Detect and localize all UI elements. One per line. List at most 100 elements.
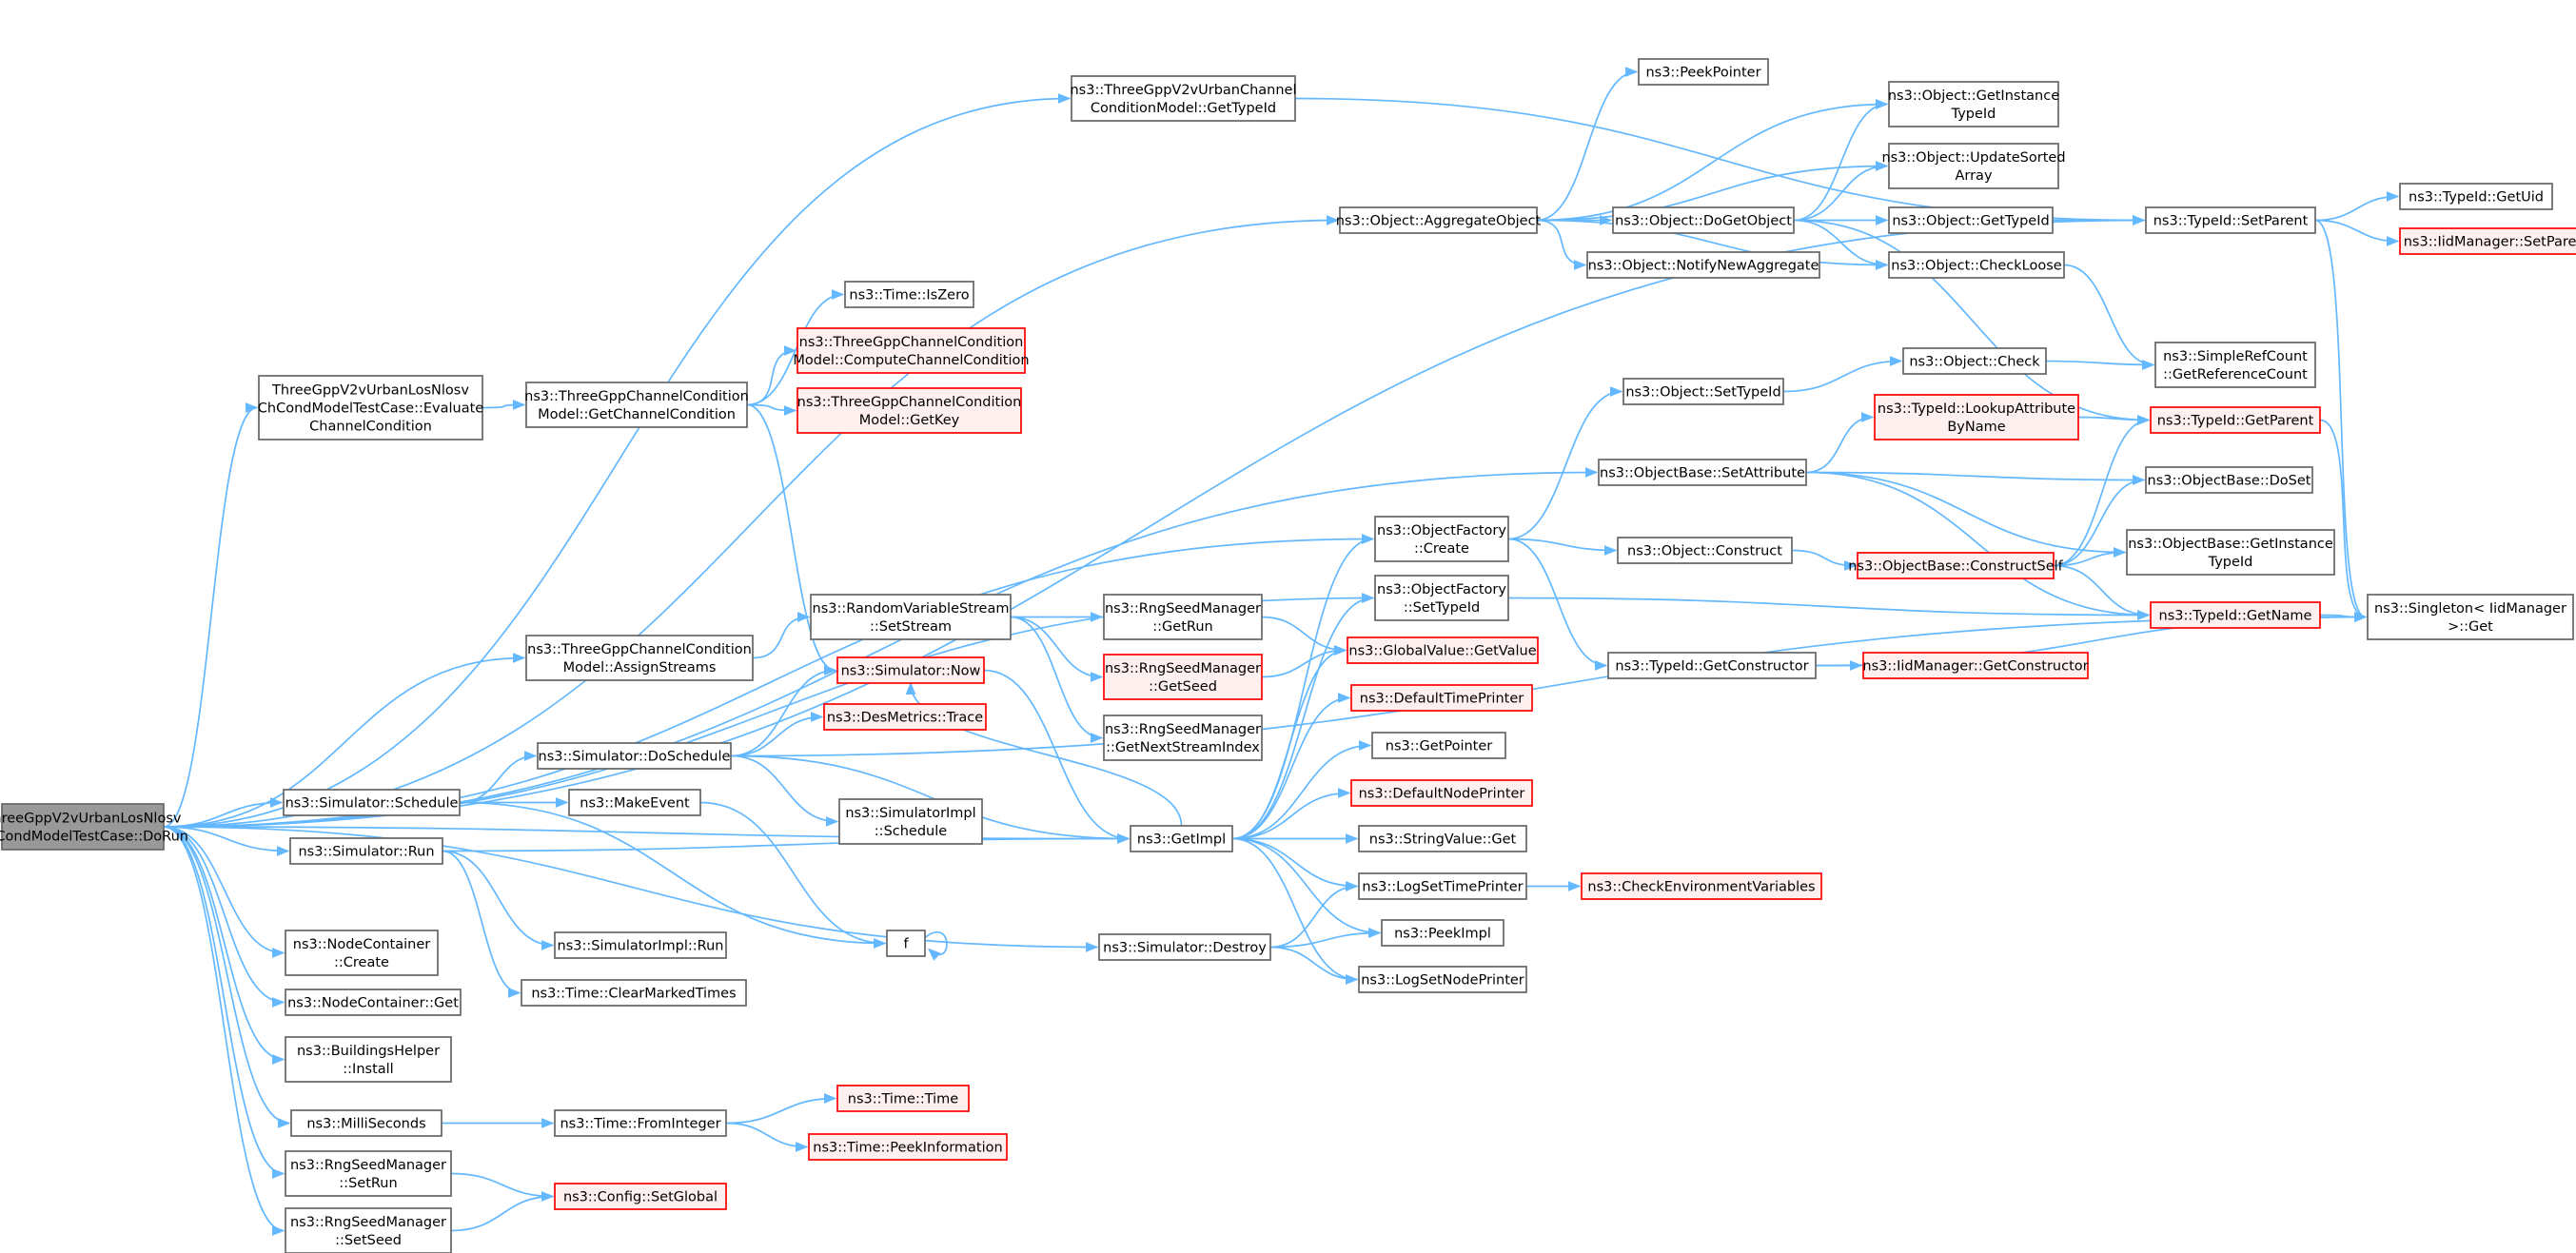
node-logsetnodeprinter[interactable]: ns3::LogSetNodePrinter [1358, 966, 1527, 993]
node-stringvalue-get[interactable]: ns3::StringValue::Get [1358, 825, 1527, 852]
node-obj-check[interactable]: ns3::Object::Check [1902, 347, 2047, 375]
node-typeid-getname[interactable]: ns3::TypeId::GetName [2150, 601, 2321, 629]
node-box [568, 789, 701, 816]
node-doset[interactable]: ns3::ObjectBase::DoSet [2145, 466, 2313, 494]
edge-of-create-to-obj-settypeid [1507, 386, 1623, 540]
node-typeid-getconstructor[interactable]: ns3::TypeId::GetConstructor [1607, 652, 1817, 679]
node-rng-getseed[interactable]: ns3::RngSeedManager::GetSeed [1103, 654, 1263, 700]
edge-sim-destroy-to-logsettimeprinter [1269, 881, 1359, 949]
node-getpointer[interactable]: ns3::GetPointer [1371, 732, 1506, 759]
node-aggregateobject[interactable]: ns3::Object::AggregateObject [1336, 206, 1542, 234]
node-peekpointer[interactable]: ns3::PeekPointer [1638, 58, 1769, 86]
node-rng-setrun[interactable]: ns3::RngSeedManager::SetRun [285, 1150, 452, 1197]
node-label: ns3::LogSetNodePrinter [1361, 973, 1524, 989]
edge-sim-run-to-getimpl [442, 833, 1131, 852]
edge-sim-doschedule-to-simimpl-schedule [730, 754, 839, 827]
node-singleton-get[interactable]: ns3::Singleton< IidManager>::Get [2367, 594, 2574, 640]
node-getreferencecount[interactable]: ns3::SimpleRefCount::GetReferenceCount [2154, 342, 2316, 388]
edge-setparent-to-iid-setparent [2314, 219, 2400, 246]
node-peekimpl[interactable]: ns3::PeekImpl [1381, 919, 1504, 947]
node-getimpl[interactable]: ns3::GetImpl [1130, 825, 1233, 852]
node-constructself[interactable]: ns3::ObjectBase::ConstructSelf [1848, 552, 2064, 579]
node-checkenv[interactable]: ns3::CheckEnvironmentVariables [1581, 872, 1822, 900]
node-nc-create[interactable]: ns3::NodeContainer::Create [285, 930, 439, 976]
edge-of-settypeid-to-typeid-getname [1507, 597, 2151, 620]
node-setparent[interactable]: ns3::TypeId::SetParent [2145, 206, 2316, 234]
node-defaulttimeprinter[interactable]: ns3::DefaultTimePrinter [1350, 684, 1533, 712]
node-box [1103, 715, 1263, 761]
node-milliseconds[interactable]: ns3::MilliSeconds [290, 1109, 442, 1137]
node-setstream[interactable]: ns3::RandomVariableStream::SetStream [810, 594, 1012, 640]
node-box [2145, 466, 2313, 494]
node-box [844, 281, 974, 308]
node-makeevent[interactable]: ns3::MakeEvent [568, 789, 701, 816]
edge-sim-doschedule-to-sim-now [730, 665, 837, 757]
node-simimpl-run[interactable]: ns3::SimulatorImpl::Run [554, 931, 727, 959]
node-box [1347, 636, 1539, 664]
node-label: ns3::Object::SetTypeId [1625, 385, 1780, 401]
node-box [808, 1133, 1008, 1161]
node-label: ns3::DefaultTimePrinter [1360, 692, 1524, 707]
node-simimpl-schedule[interactable]: ns3::SimulatorImpl::Schedule [838, 798, 983, 845]
edge-dogetobject-to-typeid-getparent [1793, 219, 2151, 425]
node-buildings-install[interactable]: ns3::BuildingsHelper::Install [285, 1036, 452, 1083]
node-sim-run[interactable]: ns3::Simulator::Run [289, 837, 443, 865]
node-sim-destroy[interactable]: ns3::Simulator::Destroy [1098, 933, 1271, 961]
node-notifynewaggregate[interactable]: ns3::Object::NotifyNewAggregate [1586, 251, 1820, 279]
node-time-frominteger[interactable]: ns3::Time::FromInteger [554, 1109, 727, 1137]
node-label: ns3::Simulator::Destroy [1103, 941, 1267, 956]
edge-getchannelcondition-to-computechannelcondition [746, 345, 797, 406]
node-obj-construct[interactable]: ns3::Object::Construct [1617, 537, 1793, 564]
edge-aggregateobject-to-notifynewaggregate [1536, 219, 1587, 270]
node-rng-getnextstreamindex[interactable]: ns3::RngSeedManager::GetNextStreamIndex [1103, 715, 1263, 761]
node-typeid-getparent[interactable]: ns3::TypeId::GetParent [2150, 406, 2321, 434]
node-box [1902, 347, 2047, 375]
node-rng-setseed[interactable]: ns3::RngSeedManager::SetSeed [285, 1207, 452, 1253]
node-dogetobject[interactable]: ns3::Object::DoGetObject [1612, 206, 1795, 234]
node-label: ns3::SimulatorImpl::Run [558, 939, 724, 954]
node-sim-now[interactable]: ns3::Simulator::Now [836, 656, 985, 684]
node-sim-doschedule[interactable]: ns3::Simulator::DoSchedule [537, 742, 732, 770]
node-f[interactable]: f [886, 930, 926, 957]
node-of-settypeid[interactable]: ns3::ObjectFactory::SetTypeId [1374, 575, 1509, 621]
node-root[interactable]: ThreeGppV2vUrbanLosNlosvChCondModelTestC… [0, 803, 188, 851]
node-iid-setparent[interactable]: ns3::IidManager::SetParent [2399, 227, 2576, 255]
node-iid-getconstructor[interactable]: ns3::IidManager::GetConstructor [1862, 652, 2089, 679]
node-obj-gettypeid[interactable]: ns3::Object::GetTypeId [1888, 206, 2054, 234]
node-label: ns3::Time::IsZero [849, 288, 969, 303]
node-box [1350, 684, 1533, 712]
node-time-time[interactable]: ns3::Time::Time [836, 1085, 970, 1112]
node-desmetrics-trace[interactable]: ns3::DesMetrics::Trace [823, 703, 987, 731]
node-time-iszero[interactable]: ns3::Time::IsZero [844, 281, 974, 308]
node-obj-settypeid[interactable]: ns3::Object::SetTypeId [1622, 378, 1784, 405]
node-clearmarkedtimes[interactable]: ns3::Time::ClearMarkedTimes [521, 979, 747, 1007]
node-of-create[interactable]: ns3::ObjectFactory::Create [1374, 516, 1509, 562]
node-label: ns3::RandomVariableStream::SetStream [813, 601, 1010, 635]
node-box [810, 594, 1012, 640]
node-label: ns3::IidManager::GetConstructor [1862, 659, 2088, 675]
node-getuid[interactable]: ns3::TypeId::GetUid [2399, 183, 2553, 210]
node-defaultnodeprinter[interactable]: ns3::DefaultNodePrinter [1350, 779, 1533, 807]
node-gv-getvalue[interactable]: ns3::GlobalValue::GetValue [1347, 636, 1539, 664]
node-nc-get[interactable]: ns3::NodeContainer::Get [285, 989, 462, 1016]
node-logsettimeprinter[interactable]: ns3::LogSetTimePrinter [1358, 872, 1527, 900]
node-config-setglobal[interactable]: ns3::Config::SetGlobal [554, 1183, 727, 1210]
node-rng-getrun[interactable]: ns3::RngSeedManager::GetRun [1103, 594, 1263, 640]
node-sim-schedule[interactable]: ns3::Simulator::Schedule [283, 789, 461, 816]
node-setattribute[interactable]: ns3::ObjectBase::SetAttribute [1598, 459, 1807, 486]
node-time-peekinformation[interactable]: ns3::Time::PeekInformation [808, 1133, 1008, 1161]
node-checkloose[interactable]: ns3::Object::CheckLoose [1888, 251, 2065, 279]
